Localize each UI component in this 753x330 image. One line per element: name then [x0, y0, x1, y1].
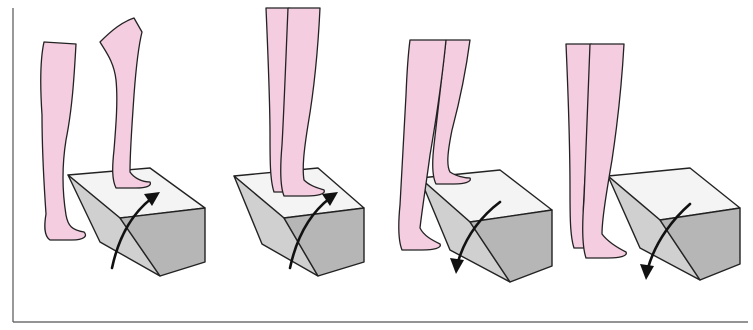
panel-1: [41, 18, 205, 276]
arrowhead-down: [450, 258, 464, 274]
panel-3: [399, 40, 552, 282]
right-leg: [583, 44, 627, 258]
standing-leg: [41, 42, 86, 240]
step-block: [420, 170, 552, 282]
panel-2: [234, 8, 364, 276]
arrowhead-down: [640, 264, 654, 280]
step-block: [608, 168, 740, 280]
panel-4: [566, 44, 740, 280]
raised-leg: [100, 18, 150, 188]
